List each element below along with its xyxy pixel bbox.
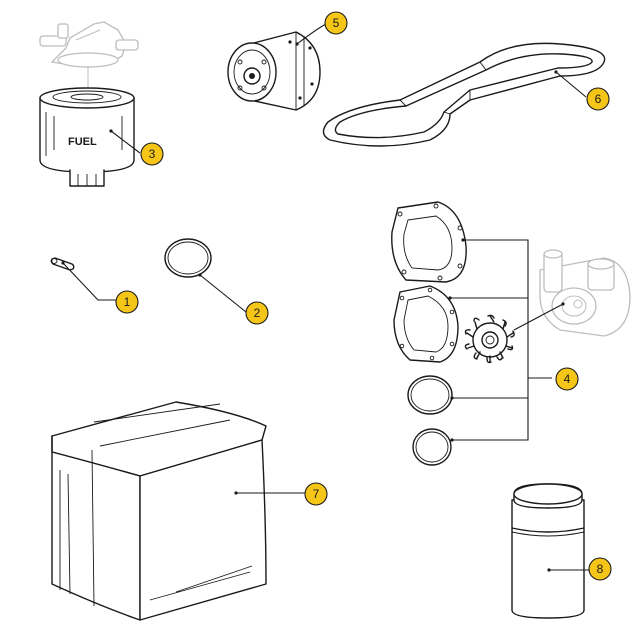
- cover-gasket: [391, 201, 467, 283]
- callout-3: 3: [140, 142, 164, 166]
- impeller-kit-icon: [391, 201, 515, 466]
- plate-gasket: [393, 285, 459, 363]
- bottle-icon: [511, 483, 585, 619]
- callout-2: 2: [245, 301, 269, 325]
- impeller: [464, 314, 515, 364]
- callout-1: 1: [115, 290, 139, 314]
- callout-8-label: 8: [597, 562, 604, 576]
- callout-5-label: 5: [333, 16, 340, 30]
- callout-6: 6: [586, 87, 610, 111]
- o-ring-icon: [164, 238, 212, 278]
- callout-4-label: 4: [564, 372, 571, 386]
- filter-head-ghost: [39, 21, 139, 88]
- oil-filter-icon: [227, 31, 321, 111]
- callout-8: 8: [588, 557, 612, 581]
- callout-7-label: 7: [313, 487, 320, 501]
- callout-3-label: 3: [149, 147, 156, 161]
- leader-lines: [61, 23, 590, 572]
- callout-4: 4: [555, 367, 579, 391]
- callout-2-label: 2: [254, 306, 261, 320]
- water-pump-icon: [539, 249, 631, 337]
- fuel-filter-icon: FUEL: [39, 21, 139, 187]
- callout-5: 5: [324, 11, 348, 35]
- callout-1-label: 1: [124, 295, 131, 309]
- box-icon: [51, 401, 267, 621]
- drive-belt-icon: [322, 42, 606, 147]
- callout-6-label: 6: [595, 92, 602, 106]
- fuel-label: FUEL: [68, 136, 97, 148]
- callout-7: 7: [304, 482, 328, 506]
